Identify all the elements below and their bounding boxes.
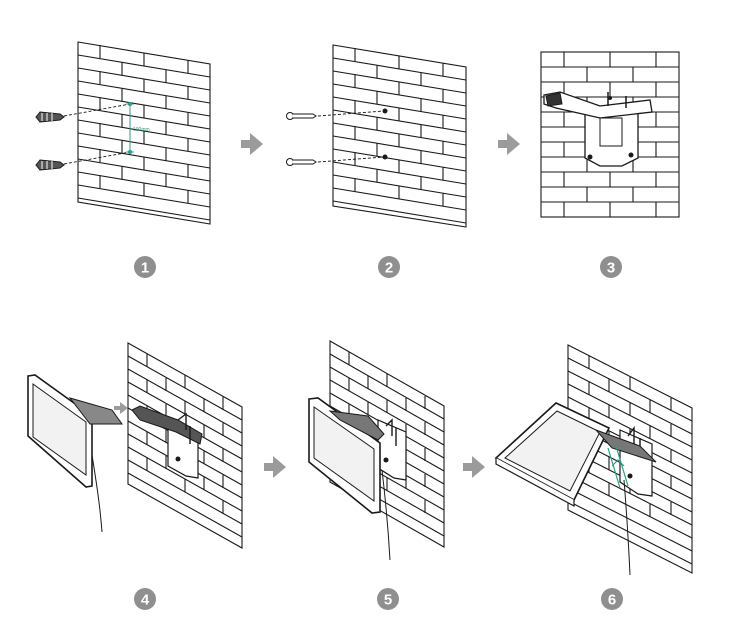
step-badge-6: 6 (601, 588, 623, 610)
step-badge-5: 5 (377, 588, 399, 610)
brick-wall-2 (332, 44, 467, 228)
monitor-attached-5 (308, 397, 385, 514)
dimension-label: 100mm (133, 127, 150, 133)
step-2-panel (286, 44, 467, 228)
step-6-panel (494, 344, 693, 576)
monitor-tilted-6 (494, 402, 657, 508)
screw-lower (286, 158, 317, 166)
step-1-panel: 100mm (35, 41, 211, 225)
step-number-5: 5 (384, 592, 392, 609)
wall-anchor-upper (35, 111, 65, 123)
step-arrow-2-3 (498, 133, 520, 155)
step-5-panel (308, 340, 445, 561)
screw-guide-lower (317, 156, 385, 163)
mount-direction-arrow (114, 402, 128, 414)
wall-anchor-lower (35, 159, 65, 171)
step-badge-2: 2 (378, 256, 400, 278)
step-number-3: 3 (607, 260, 615, 277)
guide-line-upper (63, 103, 131, 117)
step-badge-1: 1 (134, 256, 156, 278)
wall-bracket-installed (543, 91, 653, 167)
wall-hole-lower (382, 154, 388, 160)
dimension-marker: 100mm (126, 102, 150, 154)
cable-4 (91, 454, 103, 533)
step-4-panel (27, 342, 243, 549)
screw-guide-upper (317, 110, 385, 117)
step-number-4: 4 (141, 592, 150, 609)
monitor-side-view (27, 374, 123, 488)
wall-hole-upper (382, 108, 388, 114)
guide-line-lower (63, 151, 131, 165)
cable-6 (623, 479, 631, 576)
step-number-2: 2 (385, 260, 393, 277)
step-arrow-5-6 (463, 456, 485, 478)
cable-5 (381, 469, 391, 561)
step-badge-3: 3 (600, 256, 622, 278)
step-badge-4: 4 (134, 588, 156, 610)
bracket-on-wall-4 (131, 405, 203, 479)
brick-wall-1 (77, 41, 211, 225)
step-arrow-4-5 (264, 456, 286, 478)
screw-upper (286, 112, 317, 120)
step-3-panel (540, 51, 680, 218)
step-arrow-1-2 (241, 133, 263, 155)
step-number-1: 1 (141, 260, 149, 277)
step-number-6: 6 (608, 592, 616, 609)
